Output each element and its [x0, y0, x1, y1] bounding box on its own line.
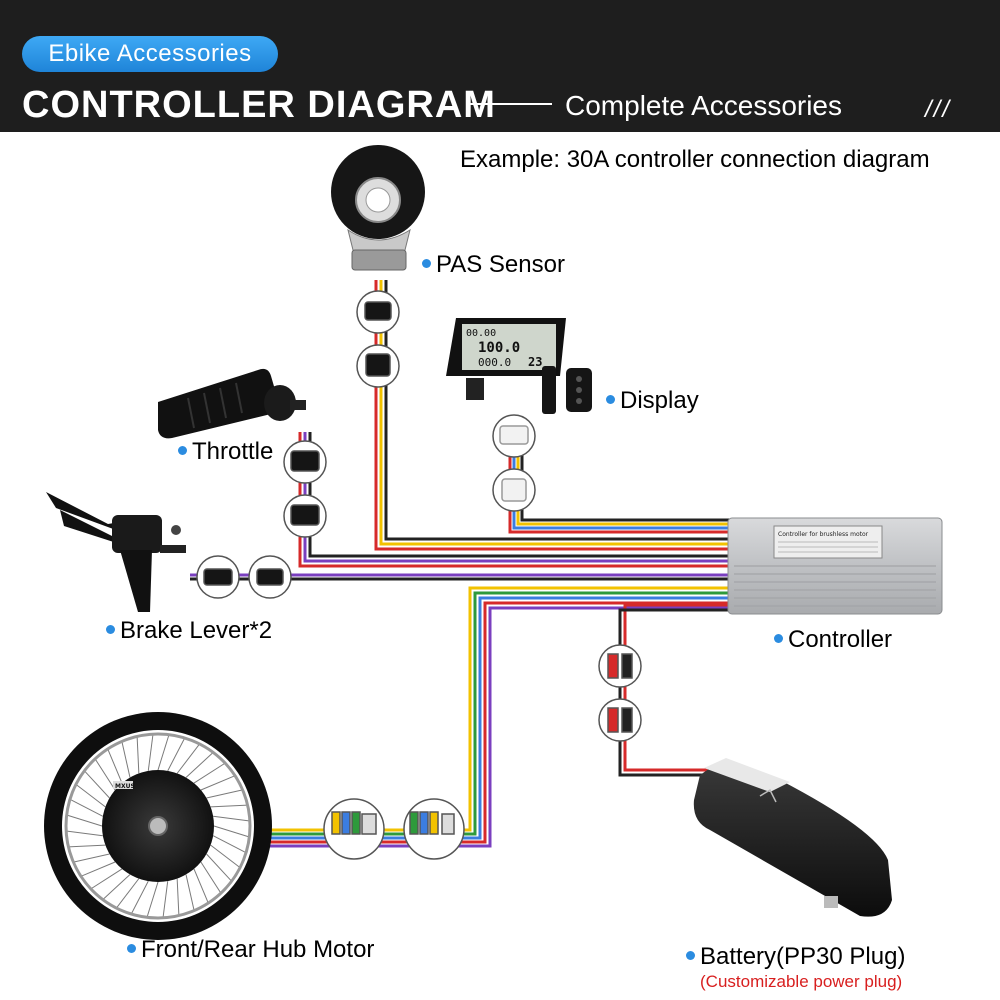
connector-motor-2: [403, 798, 465, 860]
wheel-spoke: [90, 868, 123, 890]
wheel-spoke: [121, 741, 131, 778]
label-throttle: Throttle: [178, 438, 273, 466]
connector-motor-1: [323, 798, 385, 860]
display-cable: [508, 455, 730, 534]
connector-pas-1: [356, 290, 400, 334]
category-badge: Ebike Accessories: [22, 36, 278, 72]
wheel-spoke: [84, 770, 110, 799]
wheel-spoke: [80, 861, 116, 877]
wheel-spoke: [185, 752, 214, 778]
example-caption: Example: 30A controller connection diagr…: [460, 146, 930, 173]
wheel-spoke: [185, 874, 195, 911]
wheel-spoke: [107, 748, 123, 784]
wheel-spoke: [212, 835, 247, 854]
hub-motor-image: MXUS: [44, 712, 272, 940]
label-dot: [774, 634, 783, 644]
label-dot: [686, 951, 695, 961]
page-title: CONTROLLER DIAGRAM: [22, 84, 496, 126]
connector-display-1: [492, 414, 536, 458]
label-dot: [422, 259, 431, 269]
connector-brake-1: [196, 555, 240, 599]
label-hub-motor: Front/Rear Hub Motor: [127, 936, 374, 964]
wheel-spoke: [73, 853, 110, 863]
wheel-spoke: [167, 737, 186, 772]
wheel-spoke: [162, 881, 169, 918]
controller-sticker-text: Controller for brushless motor: [778, 531, 869, 538]
battery-note: (Customizable power plug): [700, 972, 903, 991]
label-controller: Controller: [774, 626, 892, 654]
wheel-spoke: [193, 868, 209, 904]
wheel-spoke: [210, 844, 241, 868]
motor-cable: [240, 586, 730, 848]
connector-brake-2: [248, 555, 292, 599]
wheel-spoke: [66, 830, 103, 837]
wheel-spoke: [75, 784, 106, 808]
wheel-spoke: [68, 844, 106, 848]
wheel-spoke: [146, 881, 159, 918]
wheel-spoke: [213, 825, 250, 838]
display-readout-right: 23: [528, 355, 542, 369]
wheel-spoke: [206, 853, 232, 882]
label-brake-lever: Brake Lever*2: [106, 617, 272, 645]
display-readout-top: 00.00: [466, 328, 496, 339]
wheel-spoke: [66, 814, 103, 827]
connector-battery-1: [598, 644, 642, 688]
wheel-spoke: [210, 804, 248, 808]
label-dot: [606, 395, 615, 405]
wheel-spoke: [157, 734, 170, 771]
connector-throttle-1: [283, 440, 327, 484]
label-pas-sensor: PAS Sensor: [422, 251, 565, 279]
decorative-slashes: ///: [925, 96, 952, 123]
throttle-image: [158, 368, 306, 439]
title-divider: [470, 103, 552, 105]
display-image: 00.00 100.0 000.0 23: [446, 318, 592, 414]
display-readout-speed: 100.0: [478, 340, 520, 356]
label-battery: Battery(PP30 Plug): [686, 943, 905, 971]
connector-throttle-2: [283, 494, 327, 538]
wheel-spoke: [147, 734, 154, 771]
label-dot: [178, 446, 187, 456]
battery-cable: [618, 603, 730, 777]
wheel-spoke: [94, 758, 116, 791]
motor-brand-text: MXUS: [115, 783, 135, 790]
wheel-spoke: [200, 775, 236, 791]
label-display: Display: [606, 387, 699, 415]
brake-lever-image: [46, 492, 186, 612]
wheel-spoke: [200, 861, 222, 894]
wheel-spoke: [102, 874, 131, 900]
wheel-spoke: [193, 762, 226, 784]
page-subtitle: Complete Accessories: [565, 90, 843, 121]
battery-image: [693, 758, 892, 917]
label-dot: [127, 944, 136, 954]
wheel-spoke: [130, 880, 149, 915]
connector-battery-2: [598, 698, 642, 742]
connector-display-2: [492, 468, 536, 512]
wheel-spoke: [176, 743, 200, 774]
wheel-spoke: [213, 815, 250, 822]
pas-sensor-image: [331, 145, 425, 271]
wheel-spoke: [116, 878, 140, 909]
connector-pas-2: [356, 344, 400, 388]
label-dot: [106, 625, 115, 635]
header-banner: Ebike Accessories CONTROLLER DIAGRAM Com…: [0, 0, 1000, 132]
wheel-spoke: [206, 789, 243, 799]
display-readout-lower: 000.0: [478, 356, 511, 369]
controller-image: Controller for brushless motor: [727, 517, 943, 615]
wheel-spoke: [136, 736, 140, 774]
wheel-spoke: [69, 798, 104, 817]
wheel-spoke: [176, 878, 180, 916]
